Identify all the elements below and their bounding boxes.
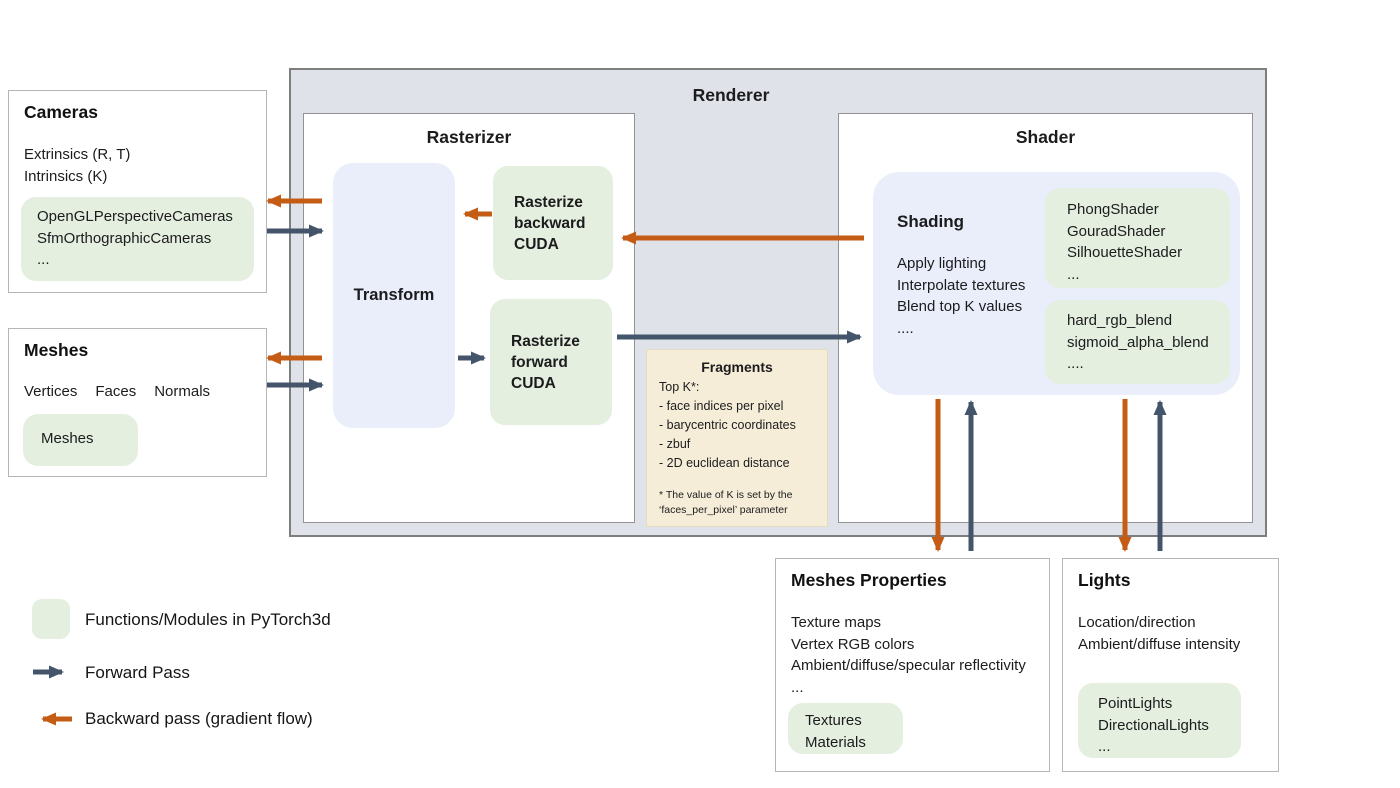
meshes-title: Meshes <box>24 340 89 360</box>
meshes-properties-title: Meshes Properties <box>791 570 947 590</box>
transform-box: Transform <box>333 163 455 428</box>
rasterize-backward-label: Rasterize backward CUDA <box>514 193 586 253</box>
rasterize-backward-box: Rasterize backward CUDA <box>493 166 613 280</box>
transform-label: Transform <box>353 286 435 304</box>
rasterize-forward-label: Rasterize forward CUDA <box>511 332 580 392</box>
blend-functions-list: hard_rgb_blend sigmoid_alpha_blend .... <box>1067 312 1209 372</box>
lights-module: PointLights DirectionalLights ... <box>1078 683 1241 758</box>
lights-title: Lights <box>1078 570 1131 590</box>
rasterizer-title: Rasterizer <box>426 127 512 147</box>
fragments-lines: Top K*: - face indices per pixel - baryc… <box>659 380 796 470</box>
meshes-attr-vertices: Vertices <box>24 383 78 400</box>
rasterize-forward-box: Rasterize forward CUDA <box>490 299 612 425</box>
cameras-lines: Extrinsics (R, T) Intrinsics (K) <box>24 146 131 185</box>
blend-functions-module: hard_rgb_blend sigmoid_alpha_blend .... <box>1045 300 1230 384</box>
cameras-module: OpenGLPerspectiveCameras SfmOrthographic… <box>21 197 254 281</box>
meshes-properties-lines: Texture maps Vertex RGB colors Ambient/d… <box>791 614 1026 696</box>
shading-text-block: Shading Apply lighting Interpolate textu… <box>897 212 1025 339</box>
fragments-footnote: * The value of K is set by the ‘faces_pe… <box>659 489 793 516</box>
meshes-attr-normals: Normals <box>154 383 211 400</box>
cameras-module-list: OpenGLPerspectiveCameras SfmOrthographic… <box>37 208 233 268</box>
textures-materials-list: Textures Materials <box>805 712 866 751</box>
legend-module-swatch <box>32 599 70 639</box>
shading-title: Shading <box>897 212 965 231</box>
shader-classes-module: PhongShader GouradShader SilhouetteShade… <box>1045 188 1230 288</box>
meshes-attrs: Vertices Faces Normals <box>24 383 266 400</box>
shading-lines: Apply lighting Interpolate textures Blen… <box>897 255 1026 337</box>
fragments-title: Fragments <box>701 359 773 375</box>
cameras-title: Cameras <box>24 102 98 122</box>
legend-forward-label: Forward Pass <box>85 663 190 682</box>
shader-classes-list: PhongShader GouradShader SilhouetteShade… <box>1067 201 1183 283</box>
shading-box: Shading Apply lighting Interpolate textu… <box>873 172 1240 395</box>
lights-panel: Lights Location/direction Ambient/diffus… <box>1062 558 1279 772</box>
lights-module-list: PointLights DirectionalLights ... <box>1098 695 1209 755</box>
shader-title: Shader <box>1015 127 1076 147</box>
textures-materials-module: Textures Materials <box>788 703 903 754</box>
meshes-attr-faces: Faces <box>95 383 137 400</box>
legend-backward-label: Backward pass (gradient flow) <box>85 709 313 728</box>
meshes-panel: Meshes Vertices Faces Normals Meshes <box>8 328 267 477</box>
lights-lines: Location/direction Ambient/diffuse inten… <box>1078 614 1241 653</box>
meshes-module-list: Meshes <box>41 430 94 447</box>
cameras-panel: Cameras Extrinsics (R, T) Intrinsics (K)… <box>8 90 267 293</box>
renderer-title: Renderer <box>692 85 770 105</box>
meshes-module: Meshes <box>23 414 138 466</box>
legend-module-label: Functions/Modules in PyTorch3d <box>85 610 331 629</box>
meshes-properties-panel: Meshes Properties Texture maps Vertex RG… <box>775 558 1050 772</box>
fragments-note: Fragments Top K*: - face indices per pix… <box>646 349 828 527</box>
shader-panel: Shader Shading Apply lighting Interpolat… <box>838 113 1253 523</box>
